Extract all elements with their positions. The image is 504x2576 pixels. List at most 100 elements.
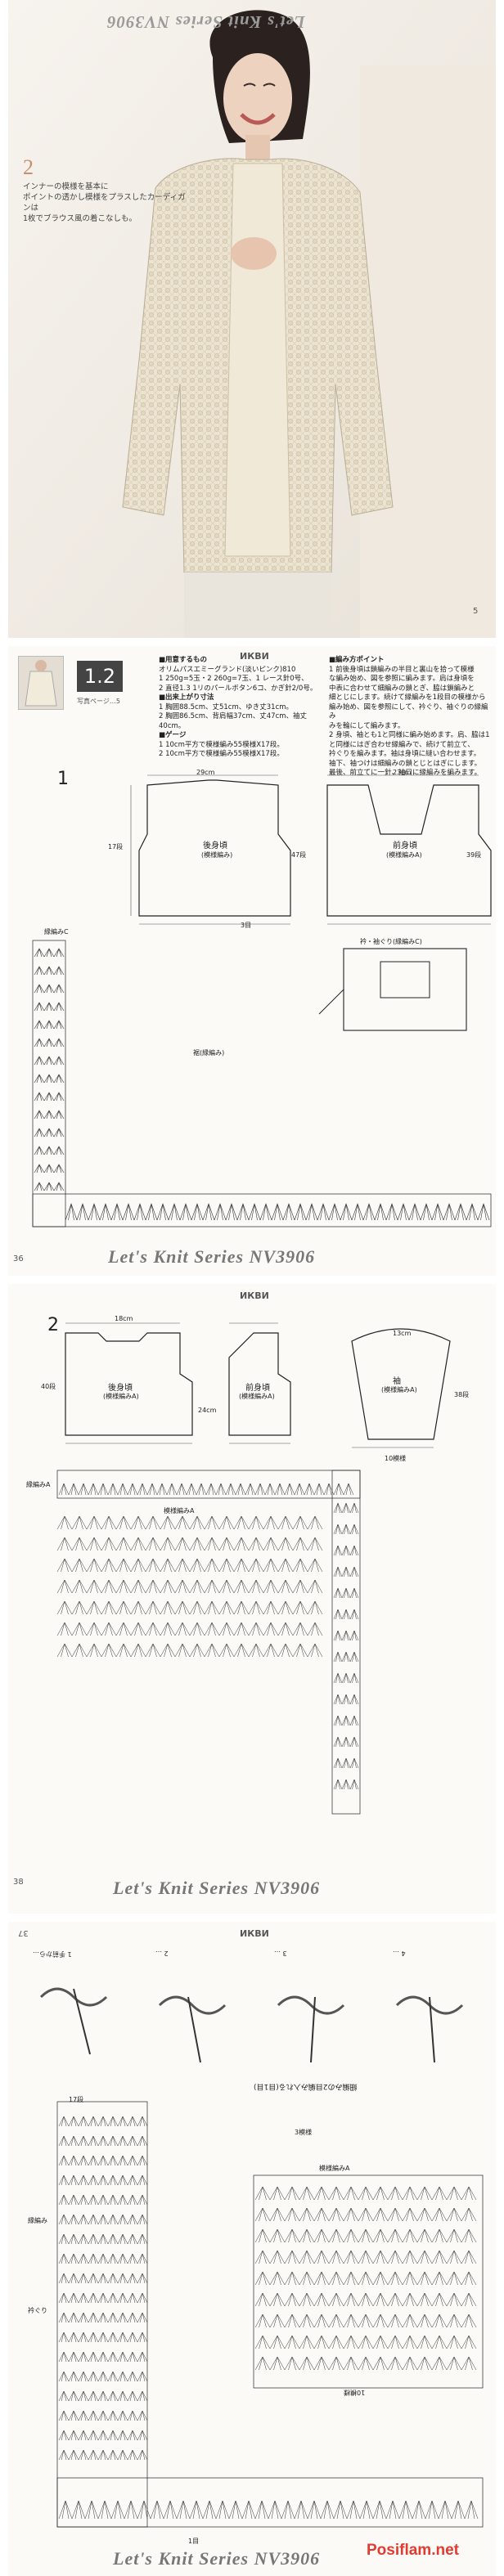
caption-line: インナーの模様を基本に — [23, 182, 109, 191]
stitch-symbol — [277, 1515, 294, 1530]
stitch-symbol — [86, 1558, 102, 1573]
stitch-symbol — [68, 2155, 79, 2166]
stitch-symbol — [412, 2500, 426, 2520]
stitch-symbol — [299, 2250, 315, 2264]
stitch-symbol — [328, 2313, 344, 2328]
stitch-symbol — [204, 1537, 220, 1551]
stitch-symbol — [254, 2207, 271, 2222]
stitch-symbol — [107, 2233, 119, 2245]
stitch-symbol — [97, 2312, 109, 2323]
stitch-symbol — [218, 1579, 235, 1594]
stitch-symbol — [292, 1579, 308, 1594]
stitch-symbol — [78, 1483, 89, 1496]
stitch-symbol — [78, 2253, 89, 2264]
stitch-symbol — [174, 1600, 191, 1615]
stitch-symbol — [88, 2430, 99, 2441]
stitch-symbol — [97, 2410, 109, 2421]
stitch-symbol — [358, 2335, 374, 2349]
stitch-symbol — [65, 1203, 78, 1221]
stitch-symbol — [343, 2228, 359, 2243]
front-body-sub: (模様編みA) — [239, 1393, 275, 1400]
stitch-symbol — [358, 2292, 374, 2307]
stitch-symbol — [110, 2500, 125, 2520]
stitch-symbol — [233, 1515, 250, 1530]
stitch-symbol — [53, 1164, 65, 1174]
diagram-number: 1 — [57, 769, 69, 789]
stitch-symbol — [294, 1483, 305, 1496]
stitch-symbol — [53, 1092, 65, 1102]
stitch-symbol — [107, 2194, 119, 2206]
stitch-symbol — [446, 2292, 462, 2307]
stitch-symbol — [176, 2500, 191, 2520]
stitch-symbol — [284, 1483, 295, 1496]
steps-title: 細編みの2目編み入れる(目1目) — [254, 2082, 358, 2090]
stitch-symbol — [137, 2430, 148, 2441]
stitch-symbol — [284, 2271, 300, 2286]
stitch-symbol — [107, 2292, 119, 2304]
stitch-symbol — [215, 1483, 227, 1496]
stitch-symbol — [372, 2356, 389, 2371]
stitch-symbol — [127, 1483, 138, 1496]
stitch-symbol — [117, 2410, 128, 2421]
stitch-symbol — [145, 1515, 161, 1530]
stitch-symbol — [343, 1483, 354, 1496]
stitch-symbol — [43, 948, 55, 958]
stitch-symbol — [397, 1203, 410, 1221]
stitch-symbol — [416, 2313, 433, 2328]
materials-column: ■用意するもの オリムパスエミーグランド(淡いピンク)810 1 250g=5玉… — [159, 656, 322, 760]
photo-page-number: 5 — [473, 607, 479, 616]
stitch-symbol — [127, 2233, 138, 2245]
stitch-symbol — [254, 2292, 271, 2307]
stitch-symbol — [349, 1736, 359, 1748]
stitch-symbol — [58, 2430, 70, 2441]
stitch-symbol — [313, 1483, 325, 1496]
stitch-symbol — [446, 2335, 462, 2349]
stitch-symbol — [117, 2292, 128, 2304]
stitch-symbol — [387, 2186, 403, 2201]
stitch-symbol — [71, 1515, 88, 1530]
stitch-symbol — [43, 1056, 55, 1066]
stitch-symbol — [349, 1651, 359, 1663]
dim-label: 29cm — [196, 769, 215, 776]
stitch-symbol — [137, 2292, 148, 2304]
stitch-symbol — [254, 2271, 271, 2286]
stitch-symbol — [372, 2335, 389, 2349]
stitch-symbol — [43, 1002, 55, 1012]
stitch-symbol — [372, 2271, 389, 2286]
stitch-symbol — [235, 1483, 246, 1496]
stitch-symbol — [277, 1600, 294, 1615]
stitch-symbol — [269, 2250, 286, 2264]
stitch-symbol — [34, 1146, 45, 1156]
stitch-symbol — [68, 2253, 79, 2264]
stitch-symbol — [58, 2273, 70, 2284]
pattern-page-36: ИКВИ 1.2 写真ページ…5 ■用意するもの オリムパスエミーグランド(淡い… — [8, 646, 496, 1276]
stitch-symbol — [263, 1643, 279, 1658]
back-body-outline — [65, 1332, 193, 1436]
stitch-symbol — [307, 1537, 323, 1551]
stitch-symbol — [269, 2207, 286, 2222]
stitch-symbol — [160, 1537, 176, 1551]
stitch-symbol — [215, 2500, 230, 2520]
stitch-symbol — [137, 2194, 148, 2206]
stitch-symbol — [137, 2116, 148, 2127]
stitch-symbol — [56, 1643, 73, 1658]
stitch-symbol — [263, 1579, 279, 1594]
stitch-symbol — [358, 2228, 374, 2243]
back-body-sub: (模様編みA) — [103, 1393, 139, 1400]
stitch-symbol — [97, 2390, 109, 2402]
stitch-symbol — [204, 1600, 220, 1615]
dim-label: 3模様 — [295, 2129, 313, 2136]
stitch-symbol — [53, 984, 65, 994]
stitch-symbol — [115, 1622, 132, 1636]
stitch-symbol — [307, 1622, 323, 1636]
stitch-symbol — [107, 2135, 119, 2147]
stitch-symbol — [174, 1643, 191, 1658]
stitch-symbol — [292, 1643, 308, 1658]
stitch-symbol — [284, 2313, 300, 2328]
stitch-symbol — [34, 1020, 45, 1030]
watermark: Posiflam.net — [367, 2542, 459, 2559]
stitch-symbol — [420, 1203, 433, 1221]
stitch-symbol — [71, 2500, 86, 2520]
edging-label: 縁編み — [28, 2217, 47, 2224]
stitch-symbol — [34, 1110, 45, 1120]
